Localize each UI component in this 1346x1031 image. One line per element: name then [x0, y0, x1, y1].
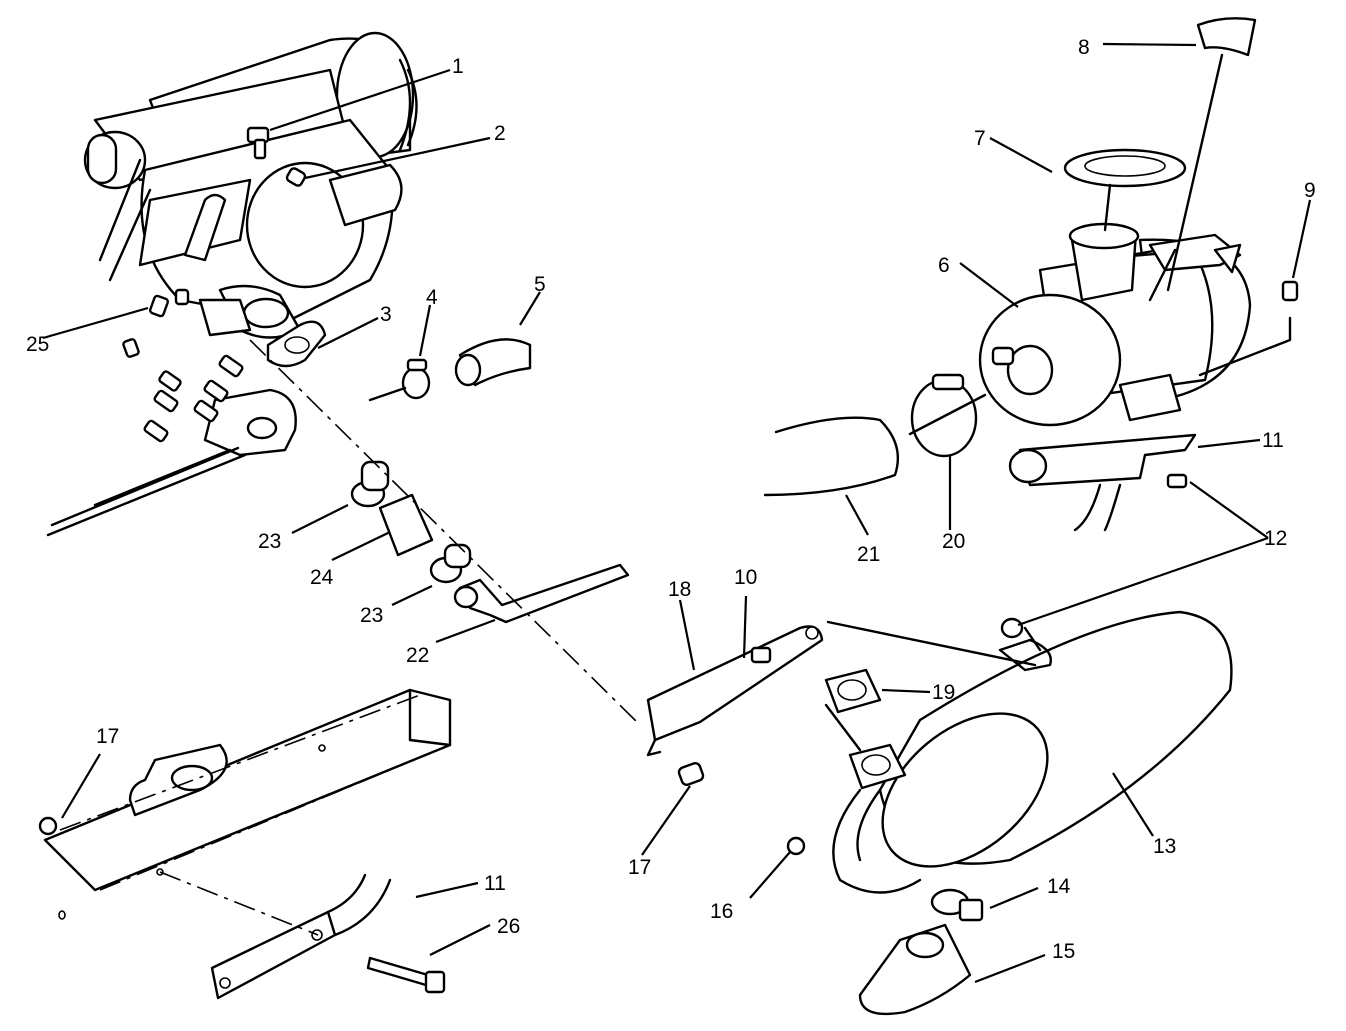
- part-17-nut-center: [677, 761, 705, 787]
- part-12-nut-lower: [1000, 617, 1024, 639]
- callout-14: 14: [1047, 875, 1071, 898]
- callout-10: 10: [734, 566, 757, 589]
- part-24-hose: [378, 493, 434, 557]
- callout-8: 8: [1078, 36, 1090, 59]
- part-22-fitting-tube: [458, 563, 630, 624]
- frame-rail: [43, 688, 452, 920]
- callout-1: 1: [452, 55, 464, 78]
- callout-17-left: 17: [96, 725, 119, 748]
- callout-15: 15: [1052, 940, 1075, 963]
- part-21-intake-hose: [763, 416, 900, 497]
- callout-21: 21: [857, 543, 880, 566]
- part-11-bracket-lower: [210, 910, 337, 1000]
- callout-7: 7: [974, 127, 986, 150]
- callout-25: 25: [26, 333, 49, 356]
- part-25-stud: [148, 294, 170, 318]
- callout-12: 12: [1264, 527, 1287, 550]
- callout-5: 5: [534, 273, 546, 296]
- callout-23-lower: 23: [360, 604, 383, 627]
- callout-24: 24: [310, 566, 334, 589]
- part-4-clamp: [401, 366, 431, 400]
- part-2-nut: [285, 167, 307, 187]
- callout-18: 18: [668, 578, 691, 601]
- part-12-nut-upper: [1166, 473, 1188, 489]
- part-20-clamp: [910, 378, 978, 458]
- part-13-muffler: [832, 610, 1233, 894]
- callout-20: 20: [942, 530, 965, 553]
- engine-studs: [122, 338, 244, 443]
- part-18-shield: [646, 625, 824, 742]
- callout-17-center: 17: [628, 856, 651, 879]
- callout-9: 9: [1304, 179, 1316, 202]
- callout-2: 2: [494, 122, 506, 145]
- part-10-bolt: [750, 646, 772, 664]
- callout-16: 16: [710, 900, 733, 923]
- callout-3: 3: [380, 303, 392, 326]
- part-9-screw: [1281, 280, 1299, 302]
- callout-11-lower: 11: [484, 872, 506, 895]
- part-11-bracket-upper: [1018, 433, 1197, 487]
- engine-assembly: [46, 31, 418, 537]
- callout-23-upper: 23: [258, 530, 281, 553]
- callout-6: 6: [938, 254, 950, 277]
- callout-13: 13: [1153, 835, 1176, 858]
- air-intake-silencer: [978, 222, 1252, 427]
- callout-26: 26: [497, 915, 520, 938]
- callout-22: 22: [406, 644, 429, 667]
- callout-labels: 1 2 3 4 5 6 7 8 9 10 11 12 13 14 15 16 1…: [26, 36, 1316, 963]
- part-16-nut: [786, 836, 806, 856]
- part-8-cover: [1196, 17, 1257, 57]
- leader-lines: [42, 42, 1312, 984]
- callout-4: 4: [426, 286, 438, 309]
- part-17-nut-left: [38, 816, 58, 836]
- part-26-bolt: [366, 956, 430, 987]
- assembly-lines: [59, 339, 1042, 936]
- callout-11-upper: 11: [1262, 429, 1284, 452]
- callout-19: 19: [932, 681, 955, 704]
